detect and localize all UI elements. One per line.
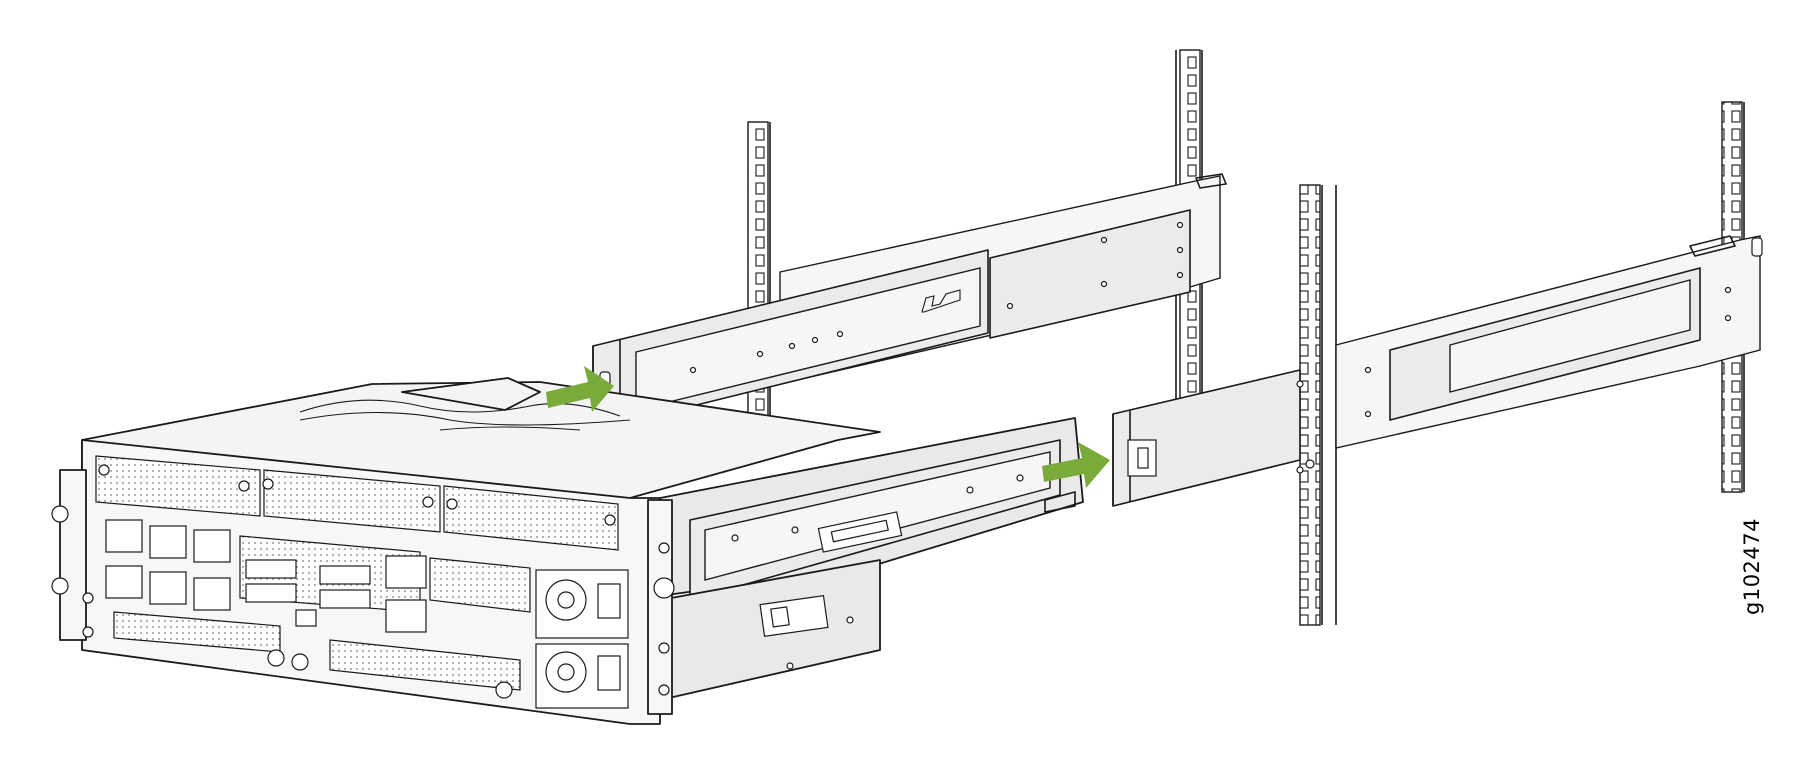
port-module-right	[385, 555, 427, 633]
figure-id-label: g102474	[1740, 518, 1764, 615]
right-arrow-icon	[546, 366, 614, 412]
power-supply-lower	[535, 643, 629, 709]
power-supply-upper	[535, 569, 629, 639]
port-module-left	[105, 519, 231, 611]
router-chassis	[51, 377, 1084, 725]
right-arrow-icon	[1042, 442, 1110, 488]
right-inner-rail	[1112, 369, 1315, 507]
right-rack-front-post	[1299, 184, 1337, 626]
right-outer-rail	[1335, 235, 1763, 449]
